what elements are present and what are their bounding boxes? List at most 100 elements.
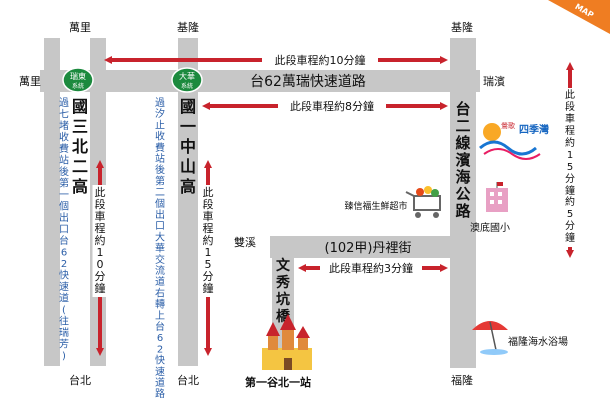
note-left-char: 第	[59, 177, 69, 190]
note-left-char: 過	[59, 97, 69, 109]
note-mid-char: 費	[155, 141, 165, 154]
time-mid-char: 此	[203, 186, 214, 199]
poi-castle-label: 第一谷北一站	[245, 375, 311, 389]
note-left-char: 台	[59, 234, 69, 247]
time-label-bottom: 此段車程約3分鐘	[320, 260, 422, 276]
note-mid-char: 2	[157, 344, 163, 355]
road-network	[40, 38, 480, 368]
note-mid-char: 道	[155, 376, 165, 389]
time-right-lower-char: 約	[565, 195, 575, 208]
label-keelung-top-right: 基隆	[451, 20, 473, 34]
road-danli	[270, 236, 476, 258]
road-coast	[450, 38, 476, 368]
castle-icon	[262, 314, 312, 370]
note-mid-char: 台	[155, 320, 165, 333]
coast-char: 二	[455, 117, 470, 135]
shopping-cart-icon	[405, 186, 441, 218]
time-right-upper-char: 車	[565, 112, 575, 125]
interchange-ruidong-name: 瑞東	[70, 71, 86, 81]
note-left-char: 快	[59, 270, 69, 282]
time-left-char: 分	[95, 270, 106, 283]
poi-logo-small-text: 鶯歌	[501, 121, 515, 130]
note-mid-char: 二	[155, 188, 165, 199]
interchange-dahua-type: 系統	[181, 82, 193, 90]
time-mid-char: 5	[205, 258, 212, 271]
direction-labels: 萬里 基隆 基隆 萬里 瑞濱 雙溪 台北 台北 福隆	[19, 20, 505, 387]
note-mid-char: 口	[155, 221, 165, 232]
time-left-char: 鐘	[95, 281, 106, 295]
note-left-char: 6	[61, 248, 67, 259]
coast-char: 海	[455, 168, 470, 186]
note-mid-char: 站	[155, 152, 165, 165]
note-left-char: )	[62, 351, 66, 362]
label-shuangxi: 雙溪	[234, 236, 256, 249]
time-right-lower-char: 分	[565, 220, 575, 232]
label-taipei-left: 台北	[69, 373, 91, 387]
coast-char: 濱	[455, 151, 470, 169]
time-right-upper-char: 分	[565, 173, 575, 185]
note-mid-char: 6	[157, 333, 163, 344]
time-label-left: 此段車程約10分鐘	[92, 185, 108, 297]
note-left-char: 一	[59, 190, 69, 201]
time-mid-char: 1	[205, 246, 212, 259]
nat1-char: 國	[180, 97, 196, 116]
note-mid-char: 出	[155, 208, 165, 221]
time-label-second-text: 此段車程約8分鐘	[290, 99, 374, 113]
wenxiu-char: 坑	[276, 291, 290, 308]
note-mid-char: 速	[155, 366, 165, 378]
time-right-lower-char: 5	[567, 209, 573, 220]
coast-char: 公	[455, 185, 470, 203]
nat1-char: 山	[180, 157, 196, 176]
time-right-upper-char: 此	[565, 88, 575, 101]
note-mid-char: 後	[155, 163, 165, 176]
nat1-char: 高	[180, 177, 196, 196]
note-left-char: (	[62, 305, 66, 316]
road-nat3	[44, 38, 60, 366]
interchange-dahua-name: 大華	[179, 71, 195, 81]
label-ruibin: 瑞濱	[483, 74, 505, 88]
note-mid-char: 右	[155, 286, 165, 299]
note-left-char: 出	[59, 211, 69, 224]
label-wanli-left: 萬里	[19, 75, 41, 88]
interchange-ruidong-type: 系統	[72, 82, 84, 90]
time-right-upper-char: 1	[567, 150, 573, 161]
note-mid-char: 路	[155, 387, 165, 400]
time-mid-char: 鐘	[203, 281, 214, 295]
note-mid-char: 第	[155, 174, 165, 187]
note-left-char: 七	[59, 109, 69, 121]
time-mid-char: 段	[203, 197, 214, 211]
time-left-char: 0	[97, 258, 104, 271]
road-nat1	[178, 38, 198, 366]
note-mid-char: 華	[155, 243, 165, 255]
time-left-char: 車	[95, 209, 106, 223]
note-mid-char: 上	[155, 310, 165, 322]
time-left-char: 此	[95, 186, 106, 199]
school-building-icon	[486, 182, 508, 212]
note-mid-char: 汐	[155, 107, 165, 120]
map-badge: MAP	[548, 0, 610, 34]
note-mid-char: 道	[155, 275, 165, 288]
time-mid-char: 車	[203, 209, 214, 223]
time-label-top: 此段車程約10分鐘	[262, 52, 378, 68]
poi-beach-label: 福隆海水浴場	[508, 335, 568, 348]
nat3-char: 二	[72, 157, 88, 176]
note-left-char: 後	[59, 165, 69, 178]
time-right-upper-char: 5	[567, 162, 573, 173]
coast-char: 路	[455, 202, 471, 220]
sun-wave-logo-icon	[479, 123, 541, 160]
nat1-char: 中	[180, 137, 196, 156]
poi-school-label: 澳底國小	[470, 221, 510, 234]
road-name-danli: (102甲)丹裡街	[325, 241, 412, 256]
note-left-char: 芳	[59, 338, 69, 351]
nat3-char: 國	[72, 97, 88, 116]
time-label-top-text: 此段車程約10分鐘	[275, 53, 366, 67]
time-right-upper-char: 鐘	[565, 184, 575, 197]
time-left-char: 段	[95, 197, 106, 211]
note-left-char: 2	[61, 259, 67, 270]
note-left-char: 站	[59, 154, 69, 167]
note-mid-char: 轉	[155, 298, 165, 311]
note-left-char: 費	[59, 142, 69, 155]
